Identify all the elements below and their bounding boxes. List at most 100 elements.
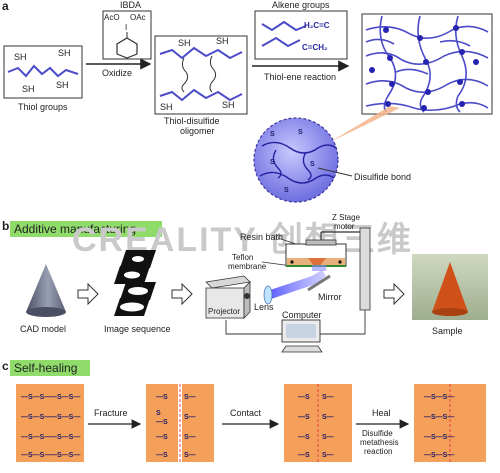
bond-label: —S—S—: [424, 394, 454, 401]
bond-label: —S: [156, 434, 168, 441]
mirror: [307, 274, 331, 292]
hollow-arrow-icon: [383, 282, 405, 306]
sphere-sulfur: S: [270, 131, 275, 138]
sample-label: Sample: [432, 326, 463, 336]
resin-bath-label: Resin bath: [240, 232, 283, 242]
disulfide-bond-label: Disulfide bond: [354, 172, 411, 182]
oac-label: OAc: [130, 13, 146, 22]
section-header-selfhealing: [10, 360, 90, 376]
heal-label: Heal: [372, 408, 391, 418]
oligomer-label-line2: oligomer: [180, 126, 215, 136]
bond-label: —S—S—: [21, 414, 51, 421]
alkene-formula-1: H₂C=C: [304, 21, 330, 30]
oligomer-box: SH SH SH SH: [154, 35, 248, 115]
fracture-label: Fracture: [94, 408, 128, 418]
bond-label: —S: [156, 394, 168, 401]
aco-label: AcO: [104, 13, 120, 22]
disulfide-leader-line: [317, 167, 353, 177]
bond-label: —S—S—: [50, 414, 80, 421]
ibda-structure: AcO OAc I: [102, 10, 152, 60]
image-sequence-stack: [114, 250, 156, 316]
sh-label: SH: [14, 52, 27, 62]
panel-label-a: a: [2, 0, 9, 13]
sh-label: SH: [222, 100, 235, 110]
bond-label: —S: [298, 414, 310, 421]
sample-photo: [412, 254, 488, 320]
bond-label: —S—S—: [21, 434, 51, 441]
bond-label: S—: [184, 452, 196, 459]
bond-label: —S—S—: [50, 452, 80, 459]
cad-cone-icon: [26, 264, 66, 317]
zstage-label-line2: motor: [334, 222, 355, 231]
computer-label: Computer: [282, 310, 322, 320]
sh-label: SH: [22, 84, 35, 94]
projector-icon: [205, 275, 251, 319]
self-healing-title: Self-healing: [14, 361, 77, 375]
bond-label: —S—S—: [21, 394, 51, 401]
lens-label: Lens: [254, 302, 274, 312]
iodine-label: I: [125, 23, 127, 32]
bond-label: —S—S—: [21, 452, 51, 459]
bond-label: S—: [322, 394, 334, 401]
metathesis-line1: Disulfide: [362, 429, 393, 438]
contact-block: —S S— —S S— —S S— —S S—: [284, 384, 352, 462]
intact-block: —S—S— —S—S— —S—S— —S—S— —S—S— —S—S— —S—S…: [16, 384, 84, 462]
bond-label: S—: [322, 452, 334, 459]
contact-label: Contact: [230, 408, 262, 418]
bond-label: —S: [298, 394, 310, 401]
image-sequence-label: Image sequence: [104, 324, 171, 334]
computer-icon: [281, 319, 323, 353]
thiol-groups-label: Thiol groups: [18, 102, 68, 112]
zoom-wedge: [300, 106, 400, 160]
sphere-sulfur: S: [284, 187, 289, 194]
sh-label: SH: [178, 38, 191, 48]
bond-label: S: [156, 410, 161, 417]
panel-label-c: c: [2, 359, 9, 373]
panel-label-b: b: [2, 219, 9, 233]
hollow-arrow-icon: [171, 282, 193, 306]
bond-label: —S—S—: [424, 434, 454, 441]
polymer-network: [361, 13, 493, 115]
healed-block: —S—S— —S—S— —S—S— —S—S—: [414, 384, 486, 462]
build-plate: [305, 239, 337, 246]
cad-model-label: CAD model: [20, 324, 66, 334]
bond-label: S—: [322, 434, 334, 441]
bond-label: —S—S—: [50, 434, 80, 441]
disulfide-sphere: S S S S S: [253, 117, 339, 203]
sh-label: SH: [56, 80, 69, 90]
metathesis-line2: metathesis: [360, 438, 399, 447]
bond-label: —S: [298, 452, 310, 459]
bond-label: S—: [184, 414, 196, 421]
sh-label: SH: [58, 48, 71, 58]
sphere-sulfur: S: [270, 159, 275, 166]
bond-label: —S—S—: [424, 414, 454, 421]
teflon-label-line2: membrane: [228, 262, 267, 271]
bond-label: S—: [322, 414, 334, 421]
fractured-block: —S S— S —S S— —S S— —S S—: [146, 384, 214, 462]
sphere-sulfur: S: [298, 129, 303, 136]
bond-label: S—: [184, 394, 196, 401]
oxidize-label: Oxidize: [102, 68, 132, 78]
resin-bath: [285, 243, 347, 267]
alkene-box: H₂C=C C=CH₂: [254, 10, 348, 60]
section-header-additive: [10, 221, 162, 237]
bond-label: —S: [156, 419, 168, 426]
lens-icon: [263, 285, 273, 305]
ibda-label: IBDA: [120, 0, 141, 10]
zstage-rail: [359, 227, 371, 311]
hollow-arrow-icon: [77, 282, 99, 306]
metathesis-line3: reaction: [364, 447, 392, 456]
bond-label: —S: [156, 452, 168, 459]
bond-label: —S—S—: [424, 452, 454, 459]
bond-label: —S: [298, 434, 310, 441]
benzene-ring-icon: [116, 37, 138, 59]
alkene-formula-2: C=CH₂: [302, 43, 328, 52]
sh-label: SH: [216, 36, 229, 46]
sh-label: SH: [160, 102, 173, 112]
bond-label: S—: [184, 434, 196, 441]
light-beam: [264, 270, 326, 300]
thiol-groups-box: SH SH SH SH: [3, 45, 83, 99]
bond-label: —S—S—: [50, 394, 80, 401]
projector-label: Projector: [208, 307, 240, 316]
